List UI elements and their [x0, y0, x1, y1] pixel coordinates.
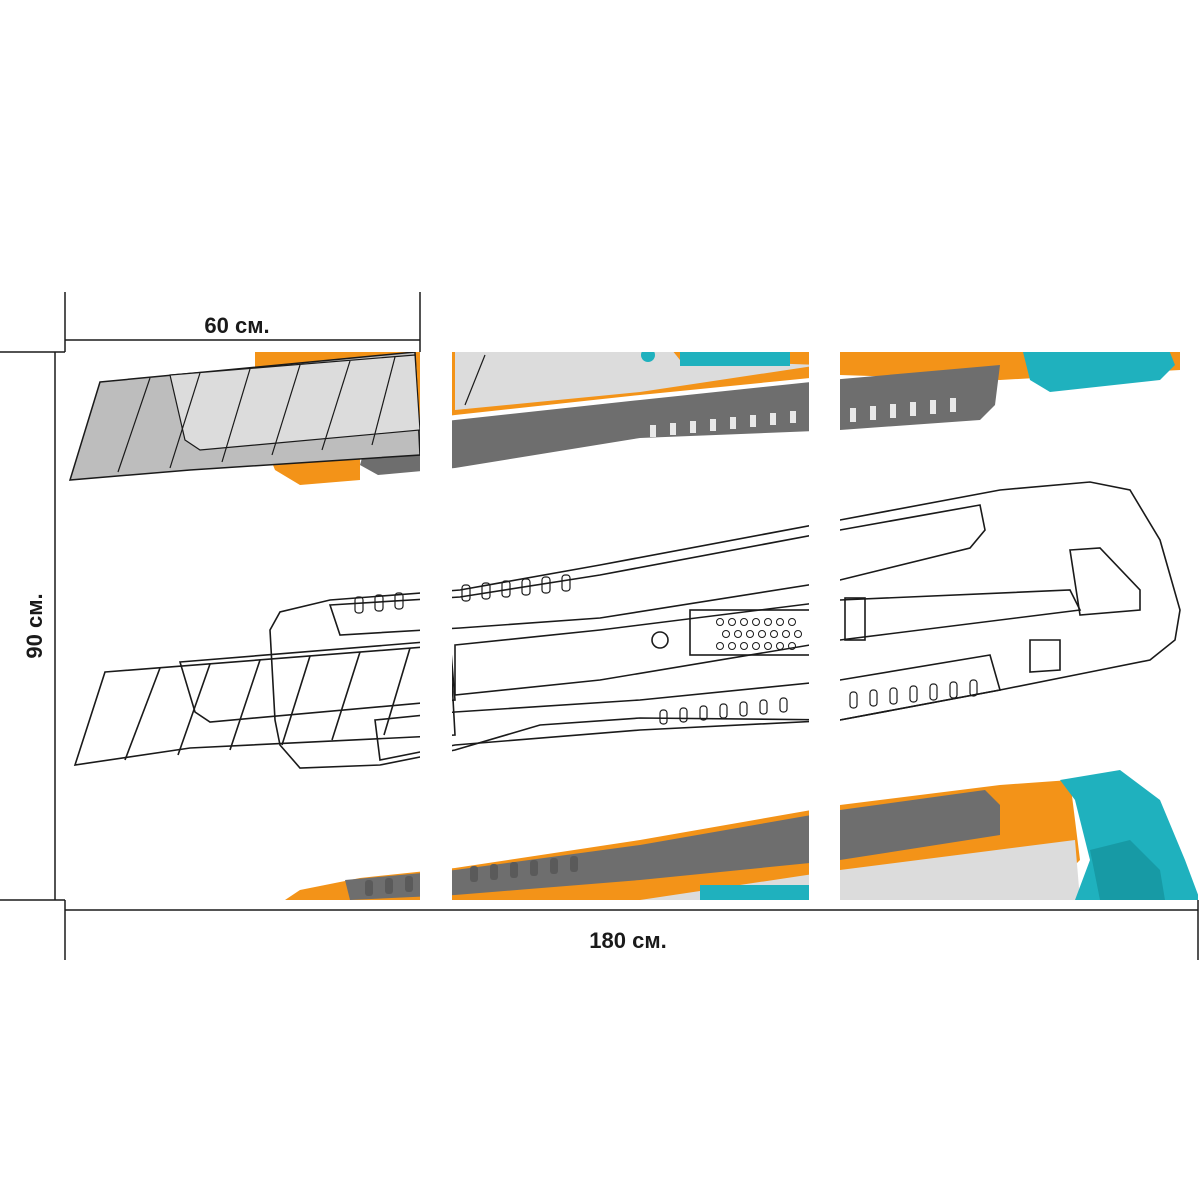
- top-knife-teal-button: [680, 352, 790, 366]
- middle-knife-ribs: [354, 574, 978, 725]
- middle-knife-grip-top: [328, 504, 986, 636]
- dimension-lines: [0, 292, 1199, 960]
- middle-outline-knife: [73, 481, 1181, 769]
- top-knife-blade-segments: [117, 354, 486, 473]
- top-knife-grip-ribs: [650, 398, 956, 437]
- top-knife-teal-dot: [641, 352, 655, 362]
- middle-knife-slider-button-right: [844, 597, 866, 641]
- bottom-colored-knife: [285, 770, 1198, 900]
- top-knife-slider-light: [455, 352, 820, 410]
- middle-knife-grip-bottom: [374, 654, 1002, 761]
- middle-knife-end-cap: [1069, 547, 1141, 616]
- top-knife-grey-grip: [360, 365, 1000, 475]
- middle-knife-slider-dots: [716, 618, 802, 650]
- top-colored-knife: [68, 352, 1180, 485]
- middle-knife-blade: [73, 644, 456, 766]
- middle-knife-dot: [651, 631, 669, 649]
- panel-width-label: 60 см.: [204, 313, 269, 338]
- middle-knife-body-outline: [269, 481, 1181, 769]
- artwork-utility-knife: [68, 352, 1198, 900]
- bottom-knife-grip-ribs: [365, 856, 578, 896]
- top-knife-teal-cap: [1020, 352, 1175, 392]
- bottom-knife-teal-dark: [1090, 840, 1165, 900]
- bottom-knife-teal-button: [700, 885, 810, 900]
- middle-knife-end-notch: [1029, 639, 1061, 673]
- height-label: 90 см.: [22, 593, 47, 658]
- middle-knife-blade-inner: [178, 639, 456, 723]
- total-width-label: 180 см.: [589, 928, 666, 953]
